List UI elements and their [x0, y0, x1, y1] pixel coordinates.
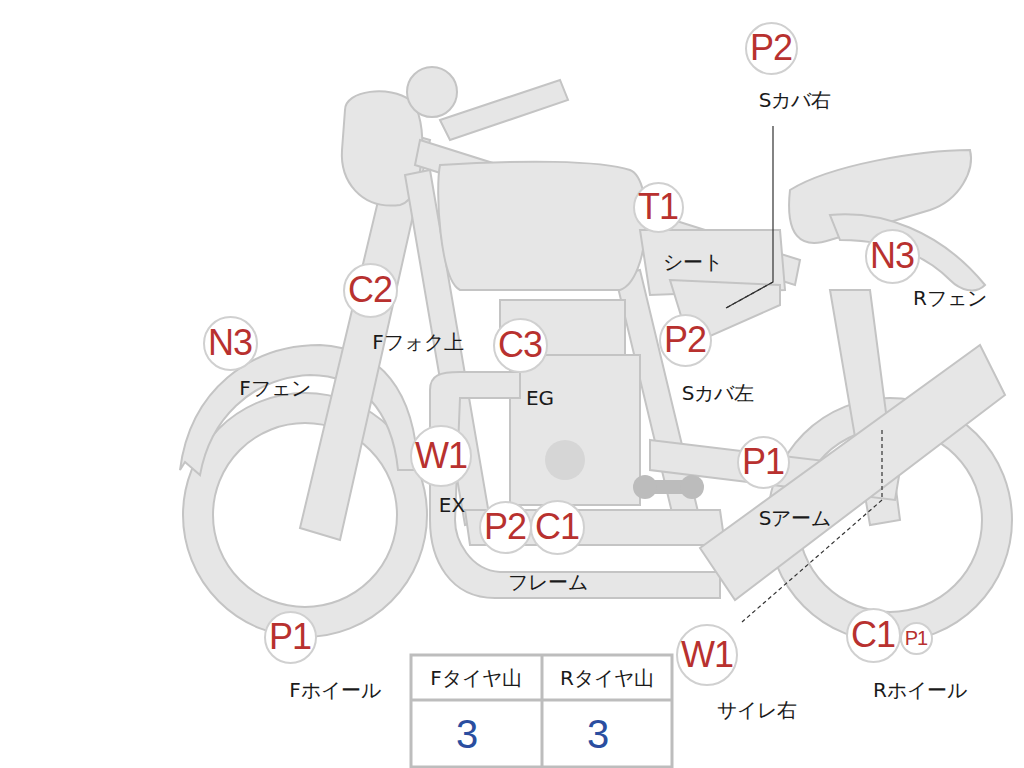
damage-code-circle: W1	[676, 624, 738, 686]
damage-code-circle: N3	[865, 229, 920, 284]
damage-code-circle: C3	[493, 318, 548, 373]
table-value: 3	[587, 712, 609, 756]
part-name: Sカバ左	[682, 382, 755, 404]
damage-code-circle: P2	[479, 501, 532, 554]
damage-code: P2	[484, 509, 526, 545]
damage-code: P2	[664, 322, 706, 358]
part-name: Fフォク上	[372, 331, 464, 353]
damage-code: T1	[638, 189, 678, 225]
damage-code: P2	[750, 30, 792, 66]
damage-code: P1	[742, 444, 784, 480]
damage-code: W1	[415, 438, 467, 474]
tread-table	[411, 655, 672, 767]
part-name: Fフェン	[239, 377, 311, 399]
leader-line	[742, 430, 882, 622]
damage-code-circle: C1	[846, 608, 901, 663]
damage-code: C1	[535, 509, 579, 545]
damage-code: N3	[208, 325, 252, 361]
part-name: EX	[439, 494, 465, 516]
damage-code-circle: P1	[900, 622, 933, 655]
part-name: サイレ右	[717, 699, 797, 721]
part-name: Fホイール	[289, 679, 381, 701]
part-name: フレーム	[508, 571, 588, 593]
part-name: Sアーム	[759, 507, 832, 529]
damage-code: C1	[851, 617, 895, 653]
part-name: シート	[663, 251, 723, 273]
damage-code-circle: W1	[410, 425, 472, 487]
damage-code-circle: P1	[737, 436, 790, 489]
damage-code-circle: C2	[343, 263, 398, 318]
damage-code: N3	[870, 238, 914, 274]
leader-line	[726, 126, 773, 308]
part-name: Sカバ右	[759, 89, 832, 111]
damage-code: P1	[269, 619, 311, 655]
table-header: Fタイヤ山	[430, 667, 522, 689]
damage-code: C2	[348, 272, 392, 308]
leader-lines	[726, 126, 882, 622]
part-name: Rフェン	[913, 287, 987, 309]
part-name: Rホイール	[873, 679, 967, 701]
part-name: EG	[526, 387, 554, 409]
damage-code-circle: C1	[530, 500, 585, 555]
damage-code: W1	[681, 637, 733, 673]
leader-line	[726, 282, 773, 308]
damage-code-circle: T1	[633, 182, 684, 233]
damage-code-circle: P1	[264, 611, 317, 664]
damage-code-circle: N3	[203, 316, 258, 371]
table-header: Rタイヤ山	[560, 667, 654, 689]
damage-code: P1	[905, 628, 927, 648]
damage-code-circle: P2	[659, 314, 712, 367]
table-value: 3	[456, 712, 478, 756]
damage-code: C3	[498, 327, 542, 363]
damage-code-circle: P2	[745, 22, 798, 75]
